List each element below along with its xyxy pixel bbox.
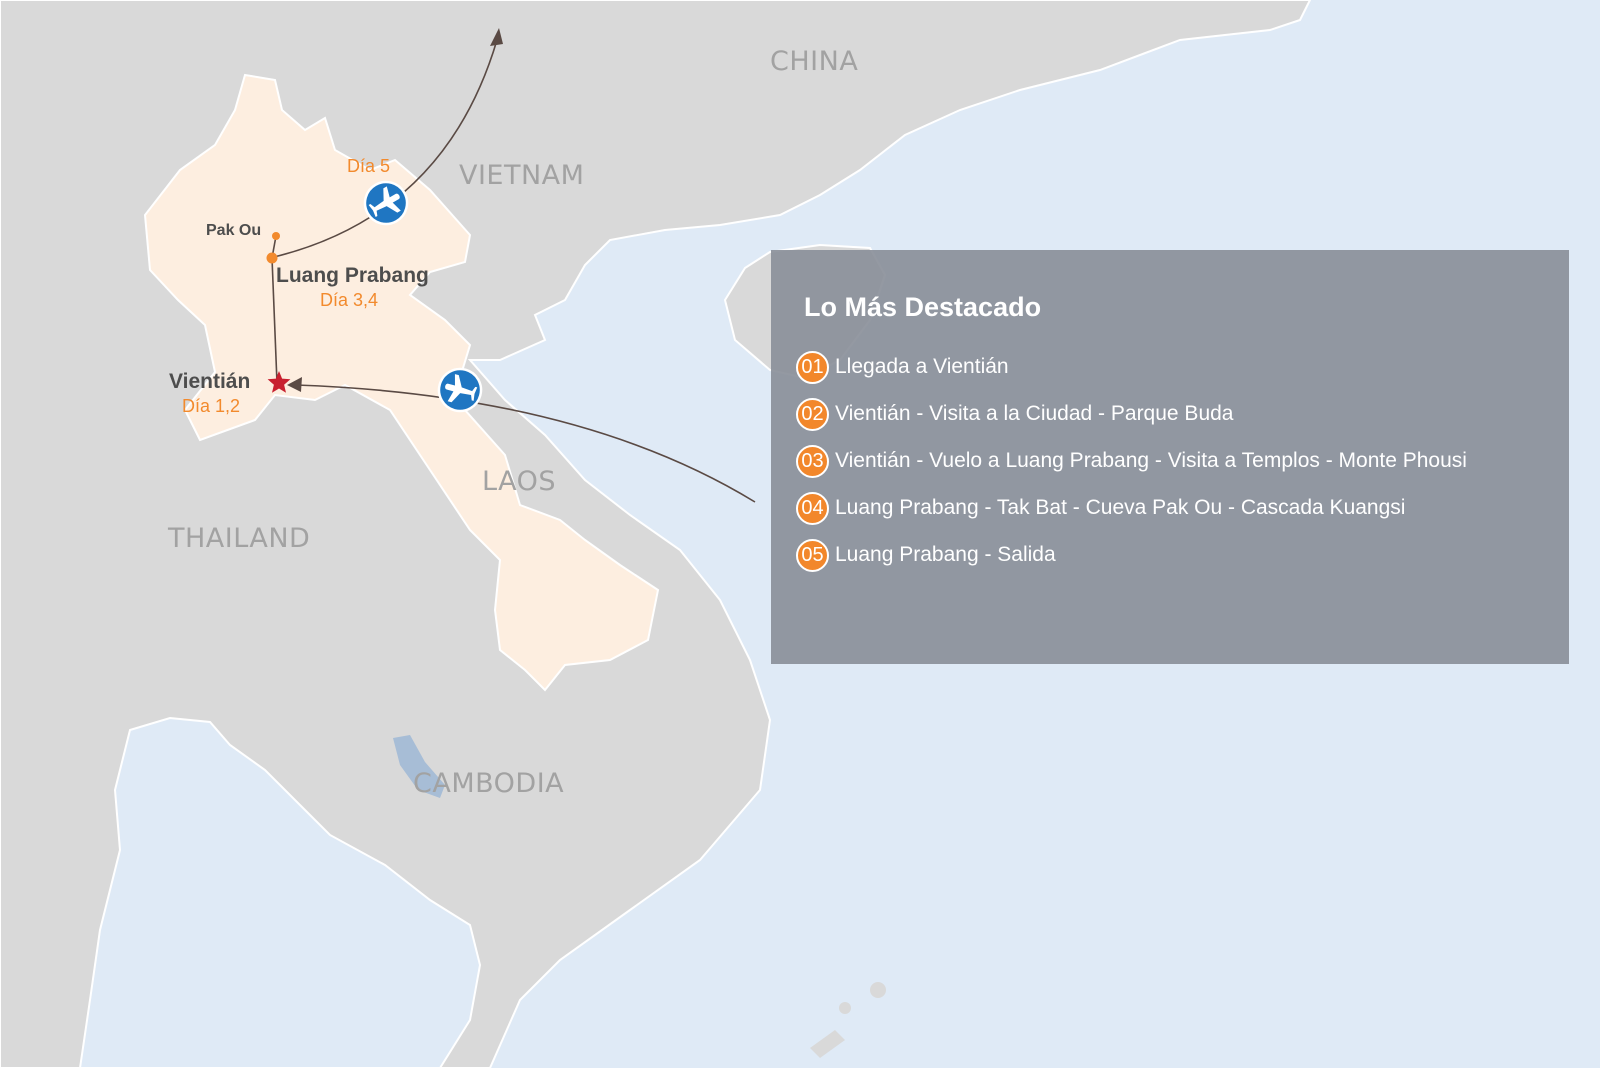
city-label-vientian: Vientián [169, 370, 251, 393]
country-label-china: CHINA [770, 46, 859, 77]
city-label-luang-prabang: Luang Prabang [276, 264, 429, 287]
city-label-pak-ou: Pak Ou [206, 222, 262, 239]
pak-ou-dot [272, 232, 280, 240]
highlight-item: 04 Luang Prabang - Tak Bat - Cueva Pak O… [796, 488, 1405, 528]
highlight-number-badge: 03 [796, 444, 829, 478]
gulf-of-thailand [78, 716, 482, 1068]
day-label-luang-prabang: Día 3,4 [320, 290, 379, 310]
paracel-islands [810, 982, 886, 1058]
highlight-number-badge: 02 [796, 397, 829, 431]
tonle-sap-lake [393, 735, 445, 798]
highlights-panel: Lo Más Destacado 01 Llegada a Vientián 0… [771, 250, 1569, 664]
highlight-text: Vientián - Visita a la Ciudad - Parque B… [835, 402, 1234, 425]
highlight-item: 02 Vientián - Visita a la Ciudad - Parqu… [796, 394, 1233, 434]
plane-icon-arrival [437, 367, 483, 413]
route-vientian-luang [271, 257, 278, 384]
country-label-vietnam: VIETNAM [459, 160, 585, 191]
plane-icon-exit [363, 180, 409, 226]
route-exit [273, 39, 498, 258]
day-label-exit: Día 5 [347, 156, 391, 176]
highlight-number-badge: 01 [796, 350, 829, 384]
highlight-number-badge: 04 [796, 491, 829, 525]
highlight-text: Vientián - Vuelo a Luang Prabang - Visit… [835, 449, 1467, 472]
arrow-head-exit-icon [490, 28, 503, 46]
highlight-text: Llegada a Vientián [835, 355, 1009, 378]
star-icon-capital [267, 371, 291, 393]
highlight-number-badge: 05 [796, 538, 829, 572]
laos-region [143, 73, 660, 692]
country-label-laos: LAOS [482, 466, 557, 497]
highlight-text: Luang Prabang - Salida [835, 543, 1056, 566]
highlights-title: Lo Más Destacado [804, 292, 1042, 322]
highlight-text: Luang Prabang - Tak Bat - Cueva Pak Ou -… [835, 496, 1406, 519]
day-label-vientian: Día 1,2 [182, 396, 241, 416]
arrow-head-arrival-icon [287, 377, 302, 392]
highlight-item: 03 Vientián - Vuelo a Luang Prabang - Vi… [796, 441, 1467, 481]
highlight-item: 05 Luang Prabang - Salida [796, 535, 1056, 575]
country-label-cambodia: CAMBODIA [413, 768, 565, 799]
route-arrival [295, 384, 756, 503]
country-label-thailand: THAILAND [168, 523, 311, 554]
luang-prabang-dot [266, 252, 278, 264]
highlight-item: 01 Llegada a Vientián [796, 347, 1009, 387]
